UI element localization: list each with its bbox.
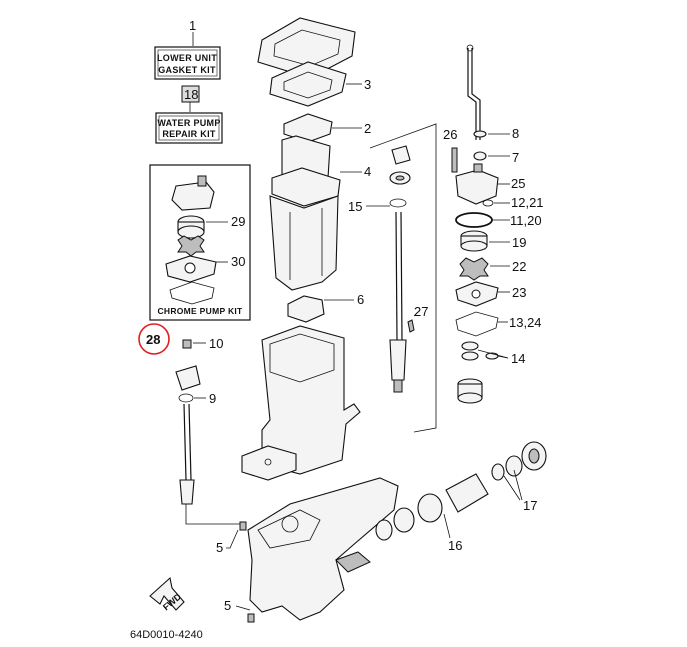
callout-3: 3	[364, 77, 371, 92]
chrome-pump-kit-label: CHROME PUMP KIT	[157, 306, 243, 316]
callout-10: 10	[209, 336, 223, 351]
gearcase[interactable]	[247, 477, 399, 621]
callout-26: 26	[443, 127, 457, 142]
shift-rod[interactable]: 10 9	[175, 336, 223, 505]
pump-parts-right[interactable]: 8 7 26 25 12,21 11,20 19 22 23	[443, 126, 544, 404]
upper-casing[interactable]	[241, 325, 361, 481]
callout-27: 27	[414, 304, 428, 319]
chrome-pump-kit-box[interactable]: 29 30 CHROME PUMP KIT	[149, 164, 251, 321]
callout-17: 17	[523, 498, 537, 513]
callout-23: 23	[512, 285, 526, 300]
lower-unit-gasket-kit[interactable]: 1 LOWER UNIT GASKET KIT	[154, 18, 221, 80]
callout-8: 8	[512, 126, 519, 141]
callout-9: 9	[209, 391, 216, 406]
callout-18: 18	[184, 87, 198, 102]
lower-unit-line2: GASKET KIT	[158, 65, 216, 75]
bolt-upper[interactable]: 5	[216, 521, 247, 555]
callout-6: 6	[357, 292, 364, 307]
callout-30: 30	[231, 254, 245, 269]
callout-15: 15	[348, 199, 362, 214]
callout-7: 7	[512, 150, 519, 165]
callout-12-21: 12,21	[511, 195, 544, 210]
water-pump-line2: REPAIR KIT	[162, 129, 216, 139]
lower-unit-line1: LOWER UNIT	[157, 53, 217, 63]
callout-25: 25	[511, 176, 525, 191]
bolt-lower[interactable]: 5	[224, 598, 255, 623]
callout-5b: 5	[224, 598, 231, 613]
highlighted-callout-28[interactable]: 28	[138, 323, 170, 355]
pin-27[interactable]: 27	[407, 304, 428, 333]
prop-shaft-assembly[interactable]: 17 16	[375, 441, 547, 553]
diagram-code: 64D0010-4240	[130, 629, 203, 641]
callout-2: 2	[364, 121, 371, 136]
callout-5a: 5	[216, 540, 223, 555]
water-pump-line1: WATER PUMP	[157, 118, 220, 128]
drive-shaft[interactable]: 15	[348, 145, 411, 393]
water-pump-tube[interactable]	[466, 44, 481, 140]
fwd-arrow: FWD	[149, 576, 185, 612]
callout-16: 16	[448, 538, 462, 553]
callout-22: 22	[512, 259, 526, 274]
gasket-stack[interactable]: 3 2 4 6	[257, 17, 371, 323]
callout-11-20: 11,20	[510, 213, 542, 228]
water-pump-repair-kit[interactable]: 18 WATER PUMP REPAIR KIT	[155, 85, 223, 144]
callout-1: 1	[189, 18, 196, 33]
callout-13-24: 13,24	[509, 315, 542, 330]
callout-29: 29	[231, 214, 245, 229]
callout-14: 14	[511, 351, 525, 366]
callout-28: 28	[146, 332, 160, 347]
callout-19: 19	[512, 235, 526, 250]
callout-4: 4	[364, 164, 371, 179]
